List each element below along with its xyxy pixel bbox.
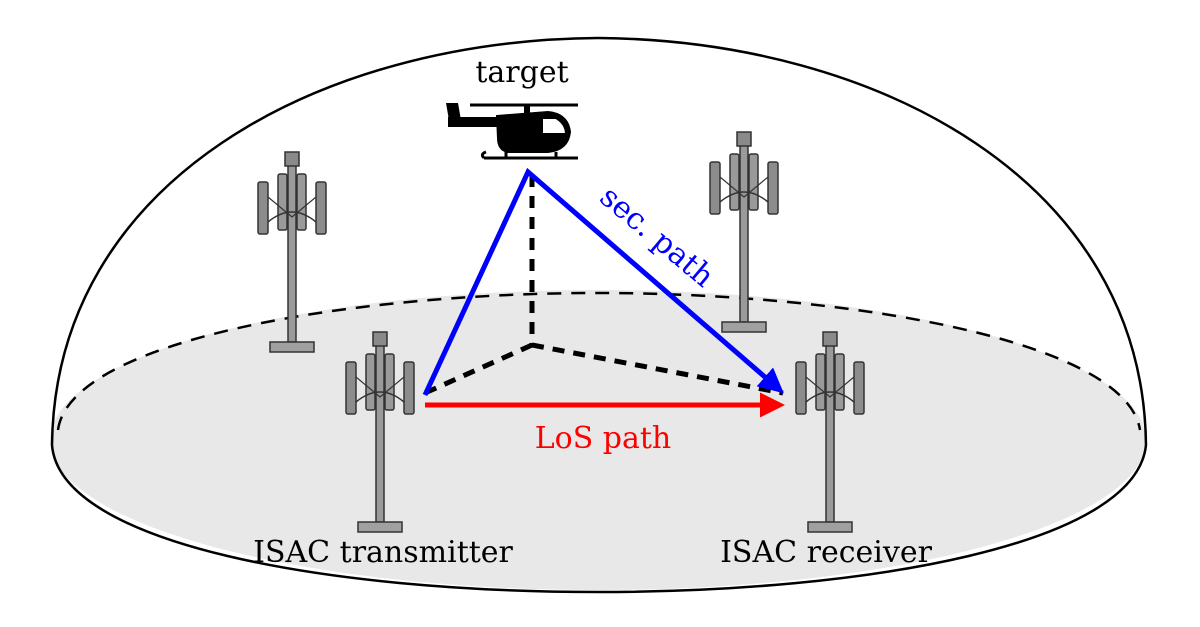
secondary-path-label: sec. path [593, 179, 721, 294]
receiver-label: ISAC receiver [720, 535, 933, 570]
ground-back-edge [56, 291, 1142, 431]
ground-plane [50, 290, 1146, 590]
secondary-path-arrow [422, 167, 784, 397]
target-label: target [475, 55, 568, 90]
helicopter-icon [446, 103, 578, 160]
transmitter-label: ISAC transmitter [253, 535, 513, 570]
dome-outline [50, 36, 1148, 446]
projection-lines [423, 175, 784, 396]
ground-front-edge [50, 444, 1148, 594]
los-path-label: LoS path [535, 421, 672, 456]
